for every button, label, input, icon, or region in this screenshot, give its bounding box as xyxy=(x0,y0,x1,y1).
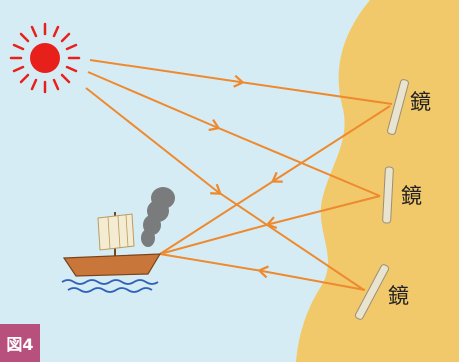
sun-icon xyxy=(11,24,79,92)
mirror-label-1: 鏡 xyxy=(410,92,431,113)
figure-label: 図4 xyxy=(0,324,40,362)
mirror-label-2: 鏡 xyxy=(401,186,422,207)
mirror-label-3: 鏡 xyxy=(388,286,409,307)
